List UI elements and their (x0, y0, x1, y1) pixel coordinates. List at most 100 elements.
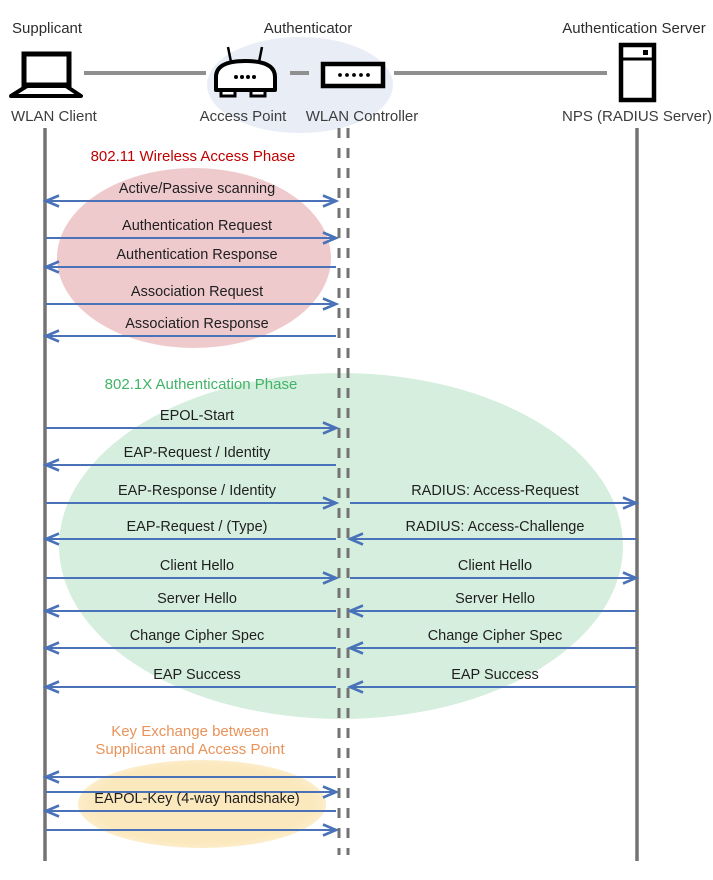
arrowhead-icon (322, 194, 340, 208)
message-authentication-request: Authentication Request (46, 218, 340, 245)
controller-dot (359, 73, 363, 77)
controller-dot (338, 73, 342, 77)
message-eap-success: EAP Success (346, 667, 636, 694)
message-label: Change Cipher Spec (428, 628, 563, 644)
message-label: EAPOL-Key (4-way handshake) (94, 791, 300, 807)
server-body (618, 42, 657, 103)
phase2-title: 802.1X Authentication Phase (105, 376, 298, 393)
message-label: EAP Success (153, 667, 241, 683)
message-label: EAP-Response / Identity (118, 483, 277, 499)
node-label-access-point: Access Point (200, 108, 288, 125)
arrowhead-icon (42, 329, 60, 343)
arrowhead-icon (42, 260, 60, 274)
server-led (643, 50, 648, 55)
message-authentication-response: Authentication Response (42, 247, 336, 274)
message-change-cipher-spec: Change Cipher Spec (42, 628, 336, 655)
arrowhead-icon (622, 496, 640, 510)
message-server-hello: Server Hello (346, 591, 636, 618)
phase3-title-line2: Supplicant and Access Point (95, 741, 285, 758)
arrowhead-icon (346, 680, 364, 694)
message-change-cipher-spec: Change Cipher Spec (346, 628, 636, 655)
arrowhead-icon (42, 194, 60, 208)
arrowhead-icon (42, 770, 60, 784)
message-unlabeled-arrow (42, 770, 336, 784)
message-client-hello: Client Hello (46, 558, 340, 585)
message-association-response: Association Response (42, 316, 336, 343)
access-point-icon (214, 46, 277, 98)
message-radius-access-challenge: RADIUS: Access-Challenge (346, 519, 636, 546)
ap-dot (252, 75, 256, 79)
message-label: EAP-Request / (Type) (126, 519, 267, 535)
node-label-wlan-controller: WLAN Controller (306, 108, 419, 125)
laptop-screen (21, 51, 72, 88)
arrowhead-icon (322, 421, 340, 435)
arrowhead-icon (42, 804, 60, 818)
message-label: Association Request (131, 284, 263, 300)
phase1-title: 802.11 Wireless Access Phase (91, 148, 296, 165)
arrowhead-icon (42, 532, 60, 546)
arrowhead-icon (42, 680, 60, 694)
laptop-icon (9, 51, 83, 98)
arrowhead-icon (346, 604, 364, 618)
message-label: Server Hello (157, 591, 237, 607)
controller-dot (345, 73, 349, 77)
message-association-request: Association Request (46, 284, 340, 311)
arrowhead-icon (322, 823, 340, 837)
arrowhead-icon (42, 604, 60, 618)
message-eap-request-type: EAP-Request / (Type) (42, 519, 336, 546)
arrowhead-icon (42, 641, 60, 655)
ap-dot (246, 75, 250, 79)
ap-body (214, 59, 277, 92)
role-authenticator: Authenticator (264, 20, 352, 37)
message-label: EPOL-Start (160, 408, 234, 424)
phase3-title-line1: Key Exchange between (111, 723, 269, 740)
controller-dot (366, 73, 370, 77)
message-label: Client Hello (458, 558, 532, 574)
message-eap-success: EAP Success (42, 667, 336, 694)
message-label: Association Response (125, 316, 268, 332)
role-authentication-server: Authentication Server (562, 20, 705, 37)
message-eap-request-identity: EAP-Request / Identity (42, 445, 336, 472)
message-active-passive-scanning: Active/Passive scanning (42, 181, 340, 208)
message-label: Active/Passive scanning (119, 181, 275, 197)
message-server-hello: Server Hello (42, 591, 336, 618)
server-icon (618, 42, 657, 103)
arrowhead-icon (42, 458, 60, 472)
message-eap-response-identity: EAP-Response / Identity (46, 483, 340, 510)
message-radius-access-request: RADIUS: Access-Request (350, 483, 640, 510)
message-label: Change Cipher Spec (130, 628, 265, 644)
message-label: Authentication Request (122, 218, 272, 234)
phase2-authentication-ellipse (59, 373, 623, 719)
arrowhead-icon (346, 641, 364, 655)
laptop-base (9, 84, 83, 98)
arrowhead-icon (622, 571, 640, 585)
arrowhead-icon (322, 496, 340, 510)
arrowhead-icon (322, 571, 340, 585)
antenna-icon (226, 46, 233, 63)
message-label: Server Hello (455, 591, 535, 607)
message-label: Client Hello (160, 558, 234, 574)
arrowhead-icon (346, 532, 364, 546)
controller-dot (352, 73, 356, 77)
role-supplicant: Supplicant (12, 20, 83, 37)
message-unlabeled-arrow (46, 785, 340, 799)
message-epol-start: EPOL-Start (46, 408, 340, 435)
message-client-hello: Client Hello (350, 558, 640, 585)
phase3-key-exchange-ellipse (78, 760, 326, 848)
wlan-controller-icon (320, 61, 386, 89)
arrowhead-icon (322, 297, 340, 311)
message-label: EAP-Request / Identity (124, 445, 271, 461)
arrowhead-icon (322, 785, 340, 799)
node-label-nps-radius-server: NPS (RADIUS Server) (562, 108, 712, 125)
ap-dot (234, 75, 238, 79)
arrowhead-icon (322, 231, 340, 245)
message-label: RADIUS: Access-Request (411, 483, 579, 499)
ap-dot (240, 75, 244, 79)
antenna-icon (257, 46, 264, 63)
message-label: RADIUS: Access-Challenge (406, 519, 585, 535)
node-label-wlan-client: WLAN Client (11, 108, 98, 125)
message-unlabeled-arrow (46, 823, 340, 837)
